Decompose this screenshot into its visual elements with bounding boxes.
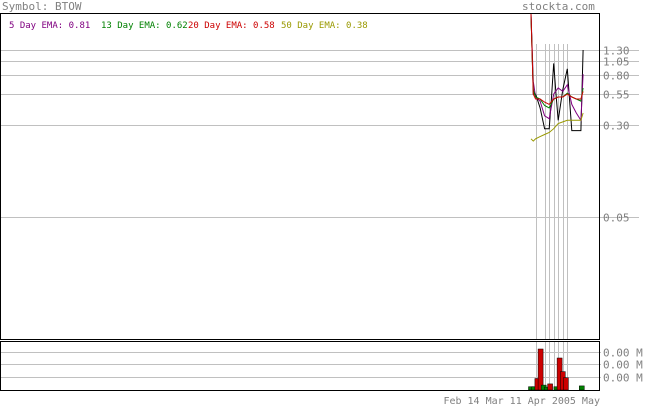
frame-layer [0,13,600,391]
volume-bar [579,385,585,391]
volume-layer [528,348,585,391]
volume-y-tick-label: 0.00 M [603,347,643,360]
price-y-tick-label: 0.80 [603,70,630,83]
series-line-ema20 [530,13,584,106]
y-tick-labels: 1.301.050.800.550.300.050.00 M0.00 M0.00… [603,45,643,385]
site-watermark: stockta.com [522,0,595,13]
price-y-tick-label: 0.30 [603,120,630,133]
legend-ema5: 5 Day EMA: 0.81 [9,21,90,31]
price-y-tick-label: 1.05 [603,56,630,69]
price-y-tick-label: 1.30 [603,45,630,58]
price-y-tick-label: 0.05 [603,212,630,225]
volume-panel-frame [0,341,600,391]
volume-y-tick-label: 0.00 M [603,359,643,372]
legend-ema50: 50 Day EMA: 0.38 [281,21,368,31]
x-axis-label: Feb 14 Mar 11 Apr 2005 May [443,396,600,406]
volume-bar [537,348,544,391]
symbol-label: Symbol: BTOW [2,0,82,13]
volume-y-tick-label: 0.00 M [603,372,643,385]
text-layer: Symbol: BTOW stockta.com 5 Day EMA: 0.81… [2,0,600,407]
legend-ema20: 20 Day EMA: 0.58 [188,21,275,31]
price-y-tick-label: 0.55 [603,89,630,102]
volume-bar [547,383,553,391]
grid-layer [1,50,639,378]
series-layer [530,13,584,142]
series-line-price [530,13,584,132]
price-panel-frame [0,13,600,340]
volume-bar [563,377,569,391]
legend-ema13: 13 Day EMA: 0.62 [101,21,188,31]
series-line-ema50 [530,112,584,142]
